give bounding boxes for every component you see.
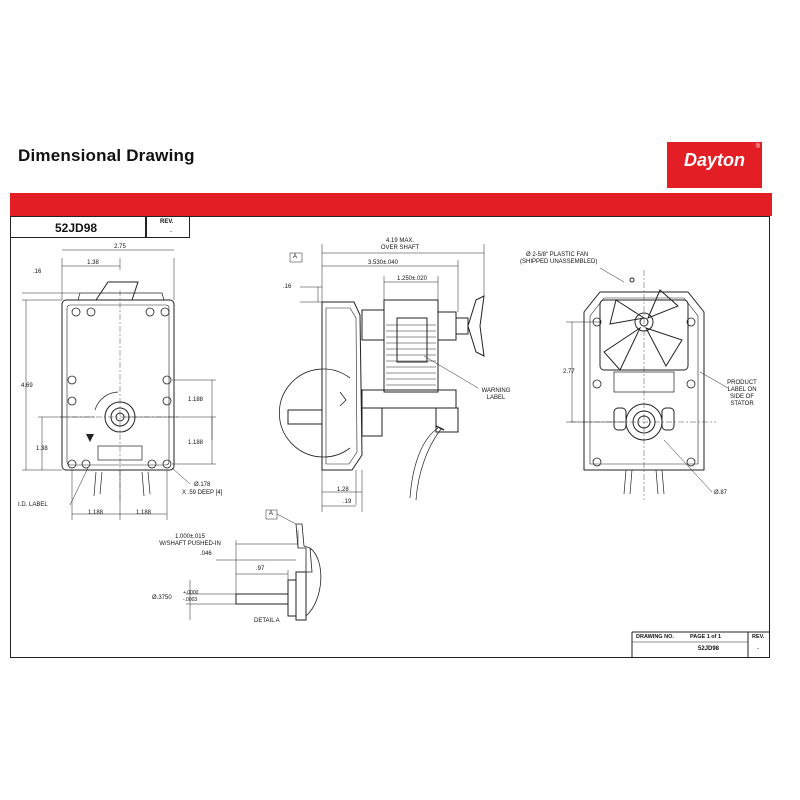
dim-front-hole-lower: 1.188	[188, 440, 204, 446]
dim-front-hole-dia: Ø.178	[194, 482, 211, 488]
dim-rear-fan-2: (SHIPPED UNASSEMBLED)	[520, 259, 598, 265]
dim-detail-length-2: W/SHAFT PUSHED-IN	[159, 541, 221, 547]
dim-detail-length-1: 1.000±.015	[175, 534, 205, 540]
dayton-logo: Dayton ®	[667, 142, 762, 188]
dim-rear-fan-1: Ø 2-5/8" PLASTIC FAN	[526, 252, 589, 258]
dim-detail-dia-tol-minus: -.0003	[183, 597, 198, 603]
side-view-dimensions	[289, 244, 485, 512]
dim-front-height: 4.69	[21, 383, 33, 389]
page-title: Dimensional Drawing	[18, 146, 195, 165]
title-block-drawing-no: 52JD98	[698, 646, 720, 652]
dim-detail-small: .046	[200, 551, 212, 557]
title-block-rev-label: REV.	[752, 634, 765, 640]
detail-a-outline	[235, 523, 322, 621]
dim-rear-height: 2.77	[563, 369, 575, 375]
title-block-rev-value: -	[757, 646, 759, 652]
red-banner	[10, 193, 772, 216]
registered-mark: ®	[755, 144, 760, 150]
detail-a-dimensions	[186, 509, 299, 620]
rev-divider	[145, 216, 147, 238]
dim-front-hole-upper: 1.188	[188, 397, 204, 403]
rev-label: REV.	[160, 219, 174, 225]
side-view-outline	[287, 295, 485, 501]
front-view-centerlines	[60, 290, 180, 500]
dim-front-shaft-height: 1.38	[36, 446, 48, 452]
dim-front-bottom-right: 1.188	[136, 510, 152, 516]
front-view-screws	[67, 307, 172, 469]
dim-front-top-offset: .16	[33, 269, 42, 275]
dim-front-bottom-left: 1.188	[88, 510, 104, 516]
product-label-1: PRODUCT	[727, 380, 757, 386]
rear-view-dimensions	[566, 267, 729, 493]
warning-label-1: WARNING	[481, 388, 511, 394]
rear-view-centerlines	[570, 270, 716, 500]
side-datum-a: A	[293, 254, 298, 260]
id-label-callout: I.D. LABEL	[18, 502, 48, 508]
detail-datum-a: A	[269, 511, 274, 517]
dim-side-over-shaft-1: 4.19 MAX.	[385, 238, 414, 244]
part-number-box	[10, 216, 190, 238]
title-block-drawing-no-label: DRAWING NO.	[636, 634, 674, 640]
detail-a-callout	[278, 368, 351, 458]
dim-side-bottom-1: 1.28	[337, 487, 349, 493]
product-label-4: STATOR	[730, 401, 754, 407]
front-view-dimensions	[22, 249, 216, 520]
detail-a-caption: DETAIL A	[254, 618, 280, 624]
dim-side-overall: 3.530±.040	[368, 260, 398, 266]
title-block-lines	[631, 631, 770, 658]
product-label-3: SIDE OF	[729, 394, 754, 400]
dim-front-width: 2.75	[114, 244, 126, 250]
dim-front-half-width: 1.38	[87, 260, 99, 266]
dim-detail-dia: Ø.3750	[152, 595, 172, 601]
warning-label-2: LABEL	[486, 395, 506, 401]
drawing-frame	[10, 216, 770, 658]
dim-front-hole-depth: X .59 DEEP [4]	[182, 490, 223, 496]
front-view-outline	[61, 281, 175, 497]
rev-value: -	[170, 229, 172, 235]
dim-detail-dia-tol-plus: +.0000	[183, 590, 199, 596]
product-label-2: LABEL ON	[727, 387, 757, 393]
title-block-page: PAGE 1 of 1	[690, 634, 722, 640]
dim-side-over-shaft-2: OVER SHAFT	[380, 245, 420, 251]
dimension-arrows	[86, 434, 94, 442]
dim-side-top-offset: .16	[283, 284, 292, 290]
part-number: 52JD98	[55, 221, 98, 235]
dim-side-bottom-2: .19	[343, 499, 352, 505]
dim-rear-shaft-dia: Ø.87	[714, 490, 728, 496]
logo-text: Dayton	[683, 150, 745, 170]
dim-detail-shaft-length: .97	[256, 566, 265, 572]
dim-side-coil: 1.250±.020	[397, 276, 427, 282]
